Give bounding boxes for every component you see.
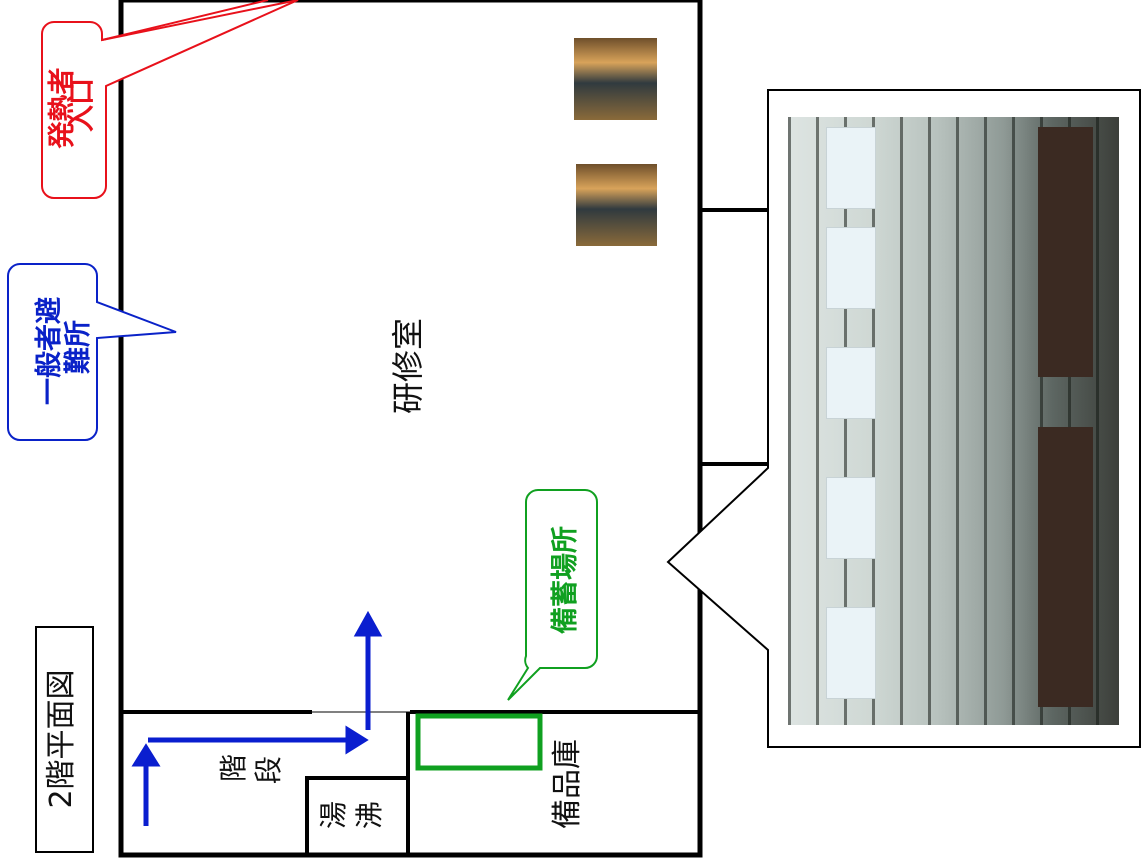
room-label-stairs-2: 段 xyxy=(252,756,285,785)
backpack-photo xyxy=(576,164,657,246)
stockpile-callout-text: 備蓄場所 xyxy=(550,526,581,634)
room-label-training: 研修室 xyxy=(389,318,427,415)
page-title: 2階平面図 xyxy=(44,669,79,809)
room-photo xyxy=(788,117,1119,725)
fever-callout-bubble xyxy=(41,0,299,199)
room-label-kitchen-1: 湯 xyxy=(317,801,350,830)
route-arrow-icon xyxy=(131,610,383,826)
general-callout-line2: 難所 xyxy=(63,320,94,374)
general-callout-bubble xyxy=(7,263,177,441)
room-label-storage: 備品庫 xyxy=(550,739,585,829)
stockpile-box xyxy=(415,713,543,771)
outer-wall xyxy=(118,0,703,858)
room-label-stairs-1: 階 xyxy=(217,754,250,783)
room-label-kitchen-2: 沸 xyxy=(353,801,386,830)
kitchen-box xyxy=(305,776,410,857)
backpack-photo xyxy=(574,38,657,120)
title-box xyxy=(35,626,94,853)
fever-callout-line2: 入口 xyxy=(67,78,98,132)
stockpile-callout-bubble xyxy=(507,489,598,701)
